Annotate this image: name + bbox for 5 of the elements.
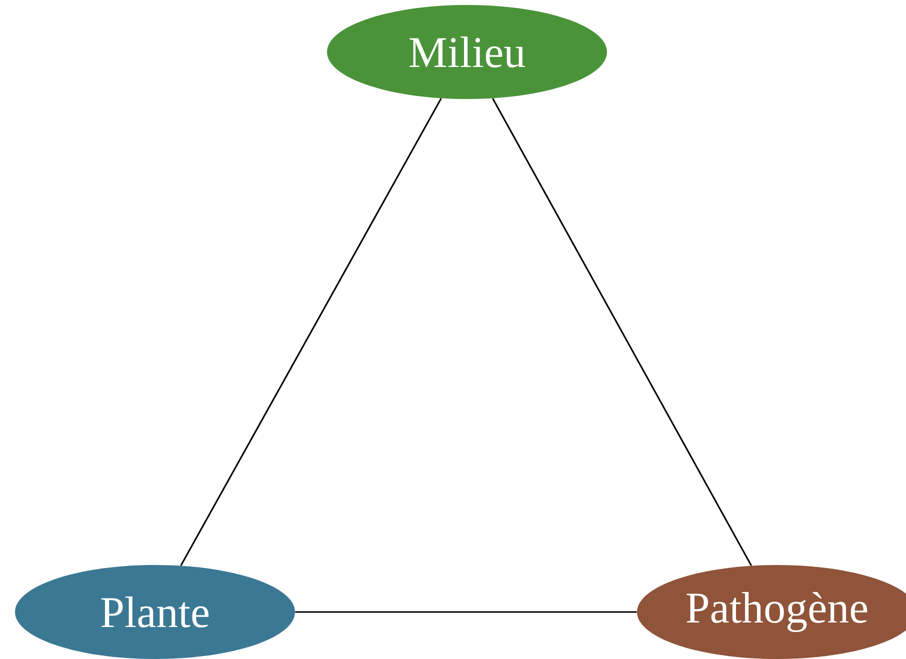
connector-line — [180, 98, 442, 566]
ellipse-node: Milieu — [327, 5, 607, 99]
ellipse-node: Plante — [15, 565, 295, 659]
connector-line — [492, 98, 752, 566]
connector-line — [295, 611, 637, 613]
